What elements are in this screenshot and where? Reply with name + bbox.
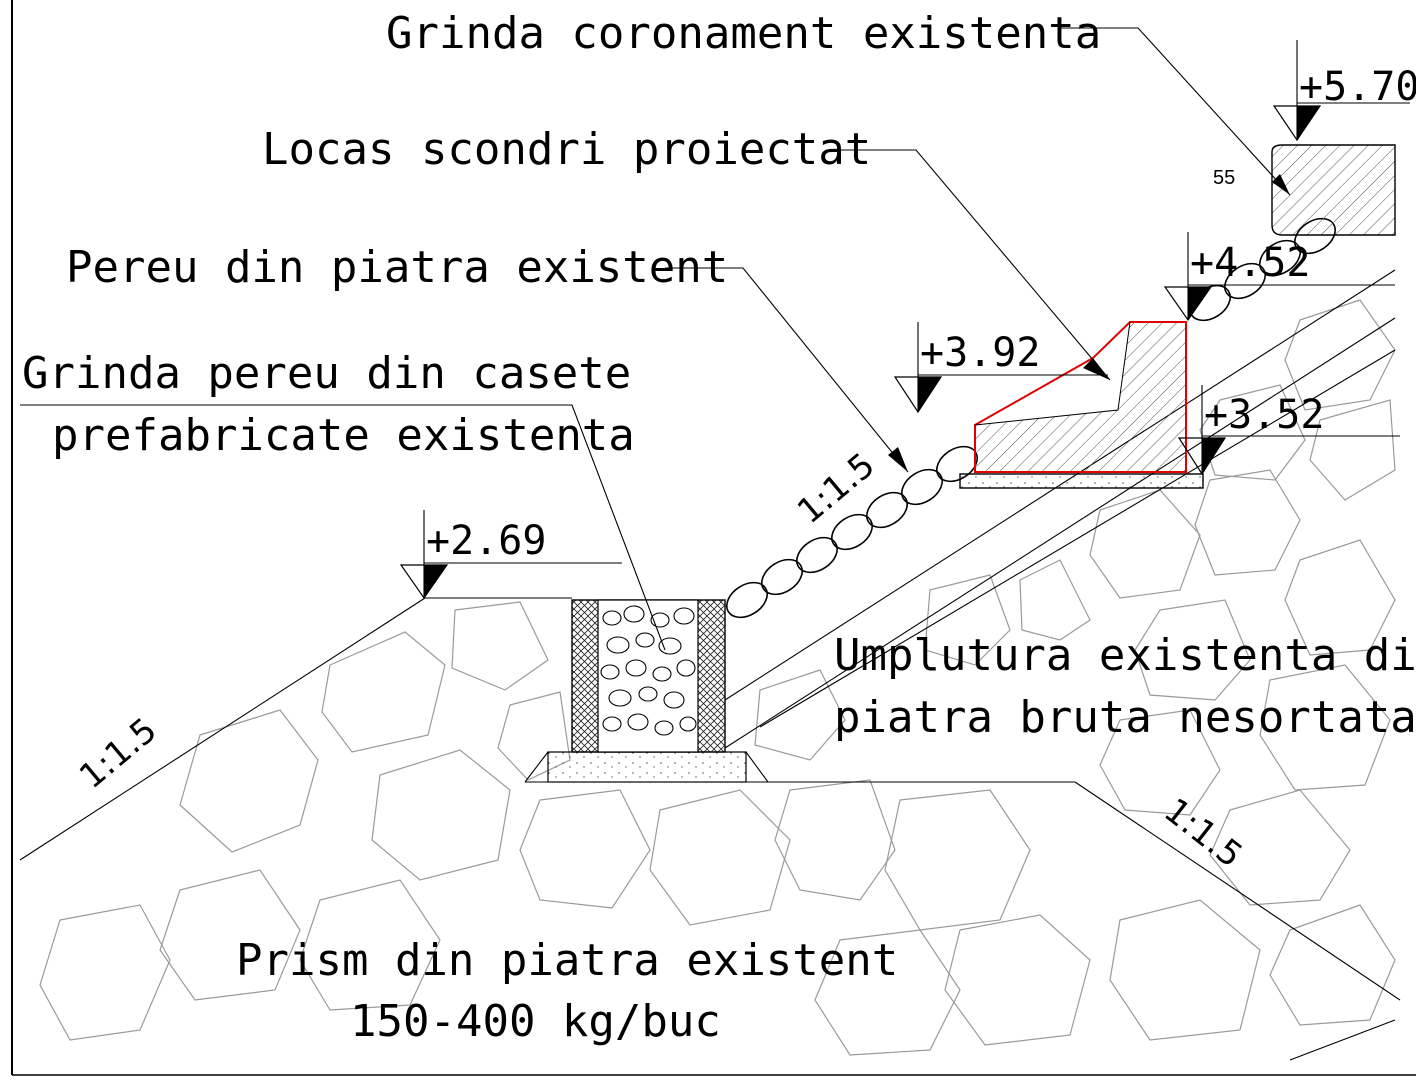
crown-beam xyxy=(1271,144,1396,236)
plank-slot-projected xyxy=(959,321,1204,489)
level-marker-392 xyxy=(893,322,1108,414)
label-prism-1: Prism din piatra existent xyxy=(236,935,898,986)
level-352-label: +3.52 xyxy=(1204,392,1324,438)
label-grinda-coronament: Grinda coronament existenta xyxy=(386,8,1101,59)
label-pereu-piatra: Pereu din piatra existent xyxy=(66,242,728,293)
label-umplutura-1: Umplutura existenta din xyxy=(834,630,1416,681)
prefab-box-beam xyxy=(524,599,769,783)
level-marker-269 xyxy=(399,510,622,600)
level-392-label: +3.92 xyxy=(920,330,1040,376)
level-marker-452 xyxy=(1163,232,1395,322)
leader-lines xyxy=(20,27,1291,651)
dimension-55: 55 xyxy=(1213,167,1235,189)
label-grinda-pereu-1: Grinda pereu din casete xyxy=(22,348,631,399)
slope-ratio-left: 1:1.5 xyxy=(72,710,164,797)
label-prism-2: 150-400 kg/buc xyxy=(350,996,721,1047)
level-570-label: +5.70 xyxy=(1299,64,1416,110)
level-452-label: +4.52 xyxy=(1190,240,1310,286)
label-grinda-pereu-2: prefabricate existenta xyxy=(52,410,635,461)
level-marker-570 xyxy=(1272,40,1410,142)
level-marker-352 xyxy=(1177,385,1400,476)
level-269-label: +2.69 xyxy=(426,518,546,564)
rock-pattern xyxy=(39,299,1396,1056)
label-umplutura-2: piatra bruta nesortata xyxy=(834,692,1416,743)
slope-ratio-right: 1:1.5 xyxy=(1156,791,1249,876)
drawing-frame xyxy=(11,0,1416,1076)
label-locas-scondri: Locas scondri proiectat xyxy=(262,124,871,175)
